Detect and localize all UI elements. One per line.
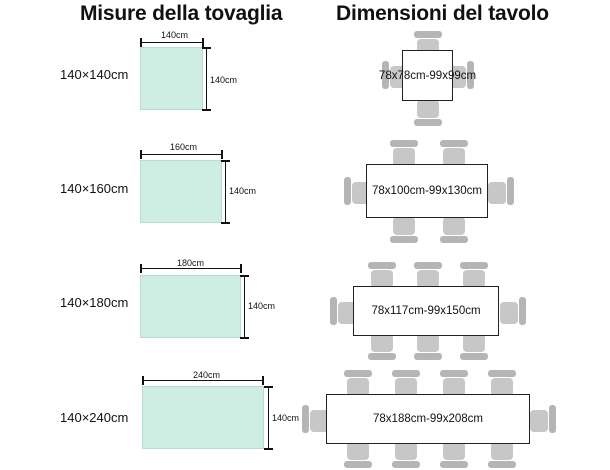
chair-icon bbox=[440, 370, 468, 398]
dimension-tick bbox=[221, 150, 223, 159]
chair-icon bbox=[392, 370, 420, 398]
chair-icon bbox=[414, 98, 442, 126]
dimension-tick bbox=[262, 376, 264, 385]
chair-icon bbox=[440, 440, 468, 468]
table-dimensions-label: 78x78cm-99x99cm bbox=[378, 69, 477, 82]
table-outline: 78x188cm-99x208cm bbox=[326, 394, 530, 444]
tablecloth-swatch bbox=[140, 275, 241, 338]
chair-icon bbox=[390, 215, 418, 243]
width-dimension-line bbox=[141, 42, 203, 43]
table-dimensions-label: 78x188cm-99x208cm bbox=[373, 413, 483, 425]
height-label: 140cm bbox=[229, 186, 257, 196]
height-dimension-line bbox=[268, 387, 269, 449]
chair-icon bbox=[344, 177, 372, 205]
table-dimensions-label: 78x117cm-99x150cm bbox=[371, 305, 481, 317]
chair-icon bbox=[390, 140, 418, 168]
dimension-tick bbox=[240, 337, 249, 339]
chair-icon bbox=[368, 332, 396, 360]
dimension-tick bbox=[240, 264, 242, 273]
chair-icon bbox=[440, 215, 468, 243]
chair-icon bbox=[414, 262, 442, 290]
chair-icon bbox=[368, 262, 396, 290]
header-tablecloth-sizes: Misure della tovaglia bbox=[80, 2, 283, 25]
width-label: 240cm bbox=[193, 370, 221, 380]
height-dimension-line bbox=[225, 161, 226, 223]
height-label: 140cm bbox=[248, 301, 276, 311]
size-label: 140×160cm bbox=[60, 181, 129, 196]
height-label: 140cm bbox=[210, 75, 238, 85]
chair-icon bbox=[330, 297, 358, 325]
width-label: 160cm bbox=[170, 142, 198, 152]
width-label: 180cm bbox=[177, 258, 205, 268]
dimension-tick bbox=[264, 448, 273, 450]
chair-icon bbox=[344, 370, 372, 398]
chair-icon bbox=[486, 177, 514, 205]
height-label: 140cm bbox=[272, 413, 300, 423]
chair-icon bbox=[460, 332, 488, 360]
height-dimension-line bbox=[206, 48, 207, 110]
chair-icon bbox=[344, 440, 372, 468]
tablecloth-swatch bbox=[142, 386, 264, 449]
width-dimension-line bbox=[141, 154, 222, 155]
width-dimension-line bbox=[143, 380, 263, 381]
table-outline: 78x100cm-99x130cm bbox=[366, 164, 488, 218]
chair-icon bbox=[488, 440, 516, 468]
tablecloth-swatch bbox=[140, 160, 222, 223]
tablecloth-swatch bbox=[140, 47, 203, 110]
table-dimensions-label: 78x100cm-99x130cm bbox=[372, 185, 482, 197]
table-outline: 78x78cm-99x99cm bbox=[379, 50, 476, 101]
dimension-tick bbox=[202, 38, 204, 47]
width-label: 140cm bbox=[161, 30, 189, 40]
dimension-tick bbox=[202, 109, 211, 111]
height-dimension-line bbox=[244, 276, 245, 338]
size-label: 140×240cm bbox=[60, 410, 129, 425]
chair-icon bbox=[498, 297, 526, 325]
chair-icon bbox=[528, 405, 556, 433]
width-dimension-line bbox=[141, 268, 241, 269]
chair-icon bbox=[302, 405, 330, 433]
chair-icon bbox=[440, 140, 468, 168]
header-table-dimensions: Dimensioni del tavolo bbox=[336, 2, 549, 25]
chair-icon bbox=[414, 332, 442, 360]
chair-icon bbox=[488, 370, 516, 398]
chair-icon bbox=[392, 440, 420, 468]
dimension-tick bbox=[221, 222, 230, 224]
size-label: 140×140cm bbox=[60, 67, 129, 82]
chair-icon bbox=[460, 262, 488, 290]
size-label: 140×180cm bbox=[60, 295, 129, 310]
table-outline: 78x117cm-99x150cm bbox=[353, 286, 499, 336]
